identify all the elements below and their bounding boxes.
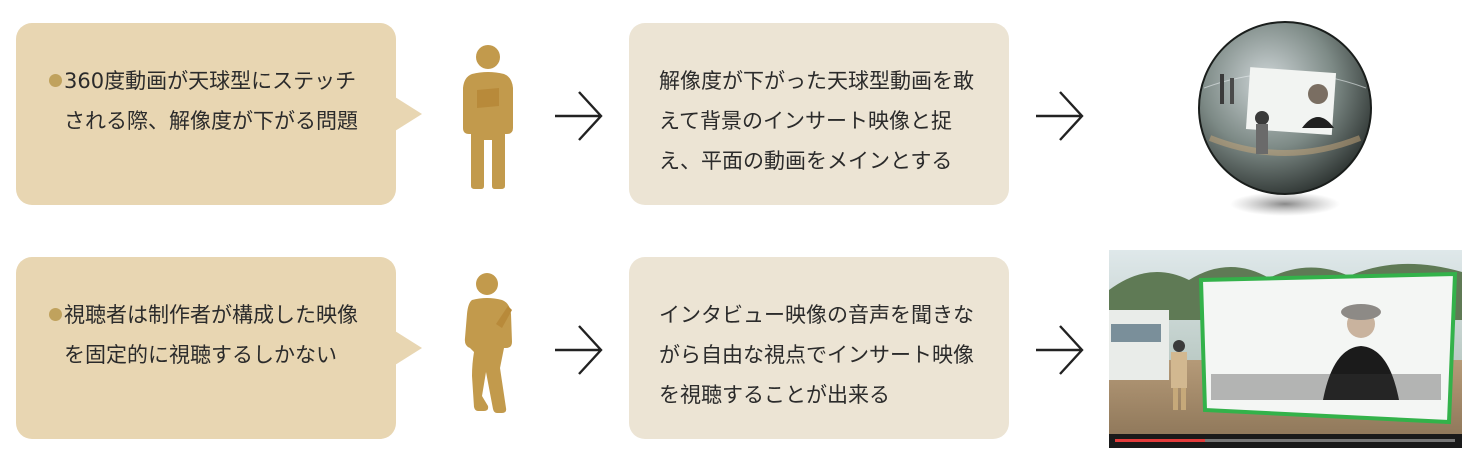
bullet-icon xyxy=(49,308,62,321)
bullet-icon xyxy=(49,74,62,87)
video-player-screenshot-icon xyxy=(1109,250,1462,448)
spherical-360-video-icon xyxy=(1198,21,1372,216)
problem-text-1: 360度動画が天球型にステッチされる際、解像度が下がる問題 xyxy=(64,69,358,133)
problem-bubble-2: 視聴者は制作者が構成した映像を固定的に視聴するしかない xyxy=(16,257,422,439)
problem-text-2: 視聴者は制作者が構成した映像を固定的に視聴するしかない xyxy=(64,303,358,367)
solution-text-2: インタビュー映像の音声を聞きながら自由な視点でインサート映像を視聴することが出来… xyxy=(659,303,974,407)
arrow-icon xyxy=(555,91,603,141)
problem-bubble-1: 360度動画が天球型にステッチされる際、解像度が下がる問題 xyxy=(16,23,422,205)
solution-box-2: インタビュー映像の音声を聞きながら自由な視点でインサート映像を視聴することが出来… xyxy=(629,257,1009,439)
solution-text-1: 解像度が下がった天球型動画を敢えて背景のインサート映像と捉え、平面の動画をメイン… xyxy=(659,69,974,173)
standing-person-icon xyxy=(463,45,513,189)
solution-box-1: 解像度が下がった天球型動画を敢えて背景のインサート映像と捉え、平面の動画をメイン… xyxy=(629,23,1009,205)
arrow-icon xyxy=(1036,325,1084,375)
arrow-icon xyxy=(555,325,603,375)
arrow-icon xyxy=(1036,91,1084,141)
thinking-person-icon xyxy=(464,273,512,413)
